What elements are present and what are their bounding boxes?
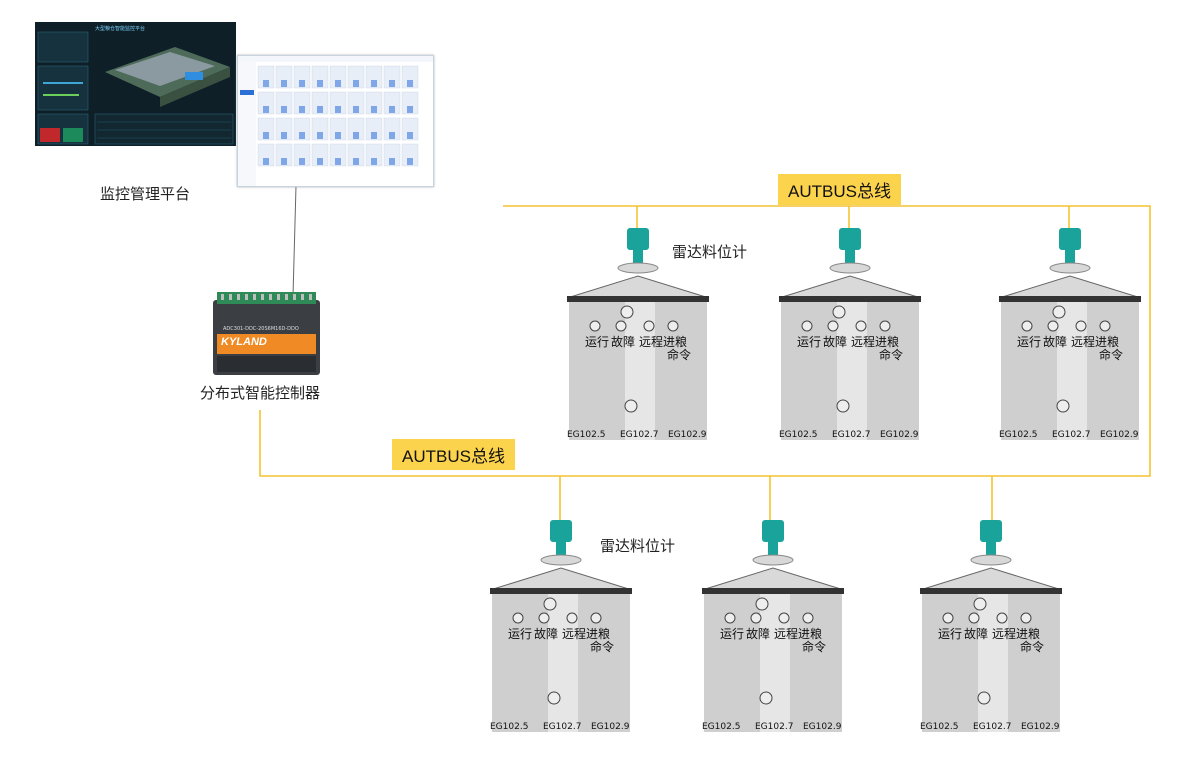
code-2: EG102.7 xyxy=(1052,430,1091,440)
code-3: EG102.9 xyxy=(803,722,842,732)
radar-level-sensor xyxy=(970,520,1012,566)
autbus-label-top: AUTBUS总线 xyxy=(778,174,901,205)
indicator-remote: 远程 xyxy=(774,627,799,641)
indicator-feed: 进粮 xyxy=(586,627,611,641)
indicator-fault: 故障 xyxy=(746,627,771,641)
indicator-remote: 远程 xyxy=(992,627,1017,641)
indicator-run: 运行 xyxy=(508,627,533,641)
indicator-remote: 远程 xyxy=(1071,335,1096,349)
indicator-feed: 进粮 xyxy=(798,627,823,641)
code-2: EG102.7 xyxy=(620,430,659,440)
indicator-fault: 故障 xyxy=(1043,335,1068,349)
autbus-line xyxy=(259,205,1151,520)
indicator-cmd: 命令 xyxy=(802,640,827,654)
indicator-cmd: 命令 xyxy=(1020,640,1045,654)
radar-level-sensor xyxy=(540,520,582,566)
indicator-remote: 远程 xyxy=(639,335,664,349)
silo: 运行 故障 远程 进粮 命令 EG102.5 EG102.7 EG102.9 xyxy=(565,228,715,443)
dashboard-title: 大型粮仓智能监控平台 xyxy=(95,26,146,32)
radar-label-top: 雷达料位计 xyxy=(672,243,748,261)
indicator-cmd: 命令 xyxy=(1099,348,1124,362)
code-3: EG102.9 xyxy=(668,430,707,440)
management-screenshot xyxy=(237,55,434,187)
controller-label: 分布式智能控制器 xyxy=(200,384,321,402)
code-3: EG102.9 xyxy=(880,430,919,440)
radar-level-sensor xyxy=(1049,228,1091,274)
ethernet-cable xyxy=(292,185,297,297)
code-2: EG102.7 xyxy=(832,430,871,440)
dashboard-screenshot: 大型粮仓智能监控平台 xyxy=(35,22,236,146)
indicator-fault: 故障 xyxy=(823,335,848,349)
indicator-fault: 故障 xyxy=(611,335,636,349)
indicator-remote: 远程 xyxy=(851,335,876,349)
code-1: EG102.5 xyxy=(920,722,959,732)
indicator-feed: 进粮 xyxy=(875,335,900,349)
indicator-feed: 进粮 xyxy=(663,335,688,349)
code-2: EG102.7 xyxy=(755,722,794,732)
indicator-run: 运行 xyxy=(720,627,745,641)
indicator-fault: 故障 xyxy=(534,627,559,641)
autbus-label-bottom: AUTBUS总线 xyxy=(392,439,515,470)
indicator-cmd: 命令 xyxy=(667,348,692,362)
silo: 运行 故障 远程 进粮 命令 EG102.5 EG102.7 EG102.9 xyxy=(997,228,1147,443)
code-1: EG102.5 xyxy=(999,430,1038,440)
code-3: EG102.9 xyxy=(1021,722,1060,732)
indicator-remote: 远程 xyxy=(562,627,587,641)
silo: 运行 故障 远程 进粮 命令 EG102.5 EG102.7 EG102.9 xyxy=(700,520,850,735)
kyland-logo: KYLAND xyxy=(221,336,267,348)
code-1: EG102.5 xyxy=(779,430,818,440)
code-3: EG102.9 xyxy=(1100,430,1139,440)
radar-level-sensor xyxy=(752,520,794,566)
code-2: EG102.7 xyxy=(543,722,582,732)
indicator-cmd: 命令 xyxy=(590,640,615,654)
code-1: EG102.5 xyxy=(567,430,606,440)
silo: 运行 故障 远程 进粮 命令 EG102.5 EG102.7 EG102.9 xyxy=(777,228,927,443)
radar-level-sensor xyxy=(617,228,659,274)
indicator-run: 运行 xyxy=(797,335,822,349)
controller-device: ADC301-DDC-20S6M16D-DDO KYLAND xyxy=(213,290,320,375)
radar-label-bottom: 雷达料位计 xyxy=(600,537,676,555)
indicator-feed: 进粮 xyxy=(1016,627,1041,641)
code-2: EG102.7 xyxy=(973,722,1012,732)
indicator-fault: 故障 xyxy=(964,627,989,641)
indicator-run: 运行 xyxy=(1017,335,1042,349)
code-3: EG102.9 xyxy=(591,722,630,732)
indicator-feed: 进粮 xyxy=(1095,335,1120,349)
controller-model: ADC301-DDC-20S6M16D-DDO xyxy=(223,326,299,332)
silo: 运行 故障 远程 进粮 命令 EG102.5 EG102.7 EG102.9 xyxy=(918,520,1068,735)
indicator-cmd: 命令 xyxy=(879,348,904,362)
silo: 运行 故障 远程 进粮 命令 EG102.5 EG102.7 EG102.9 xyxy=(488,520,638,735)
platform-label: 监控管理平台 xyxy=(100,185,191,203)
code-1: EG102.5 xyxy=(702,722,741,732)
radar-level-sensor xyxy=(829,228,871,274)
indicator-run: 运行 xyxy=(938,627,963,641)
code-1: EG102.5 xyxy=(490,722,529,732)
indicator-run: 运行 xyxy=(585,335,610,349)
